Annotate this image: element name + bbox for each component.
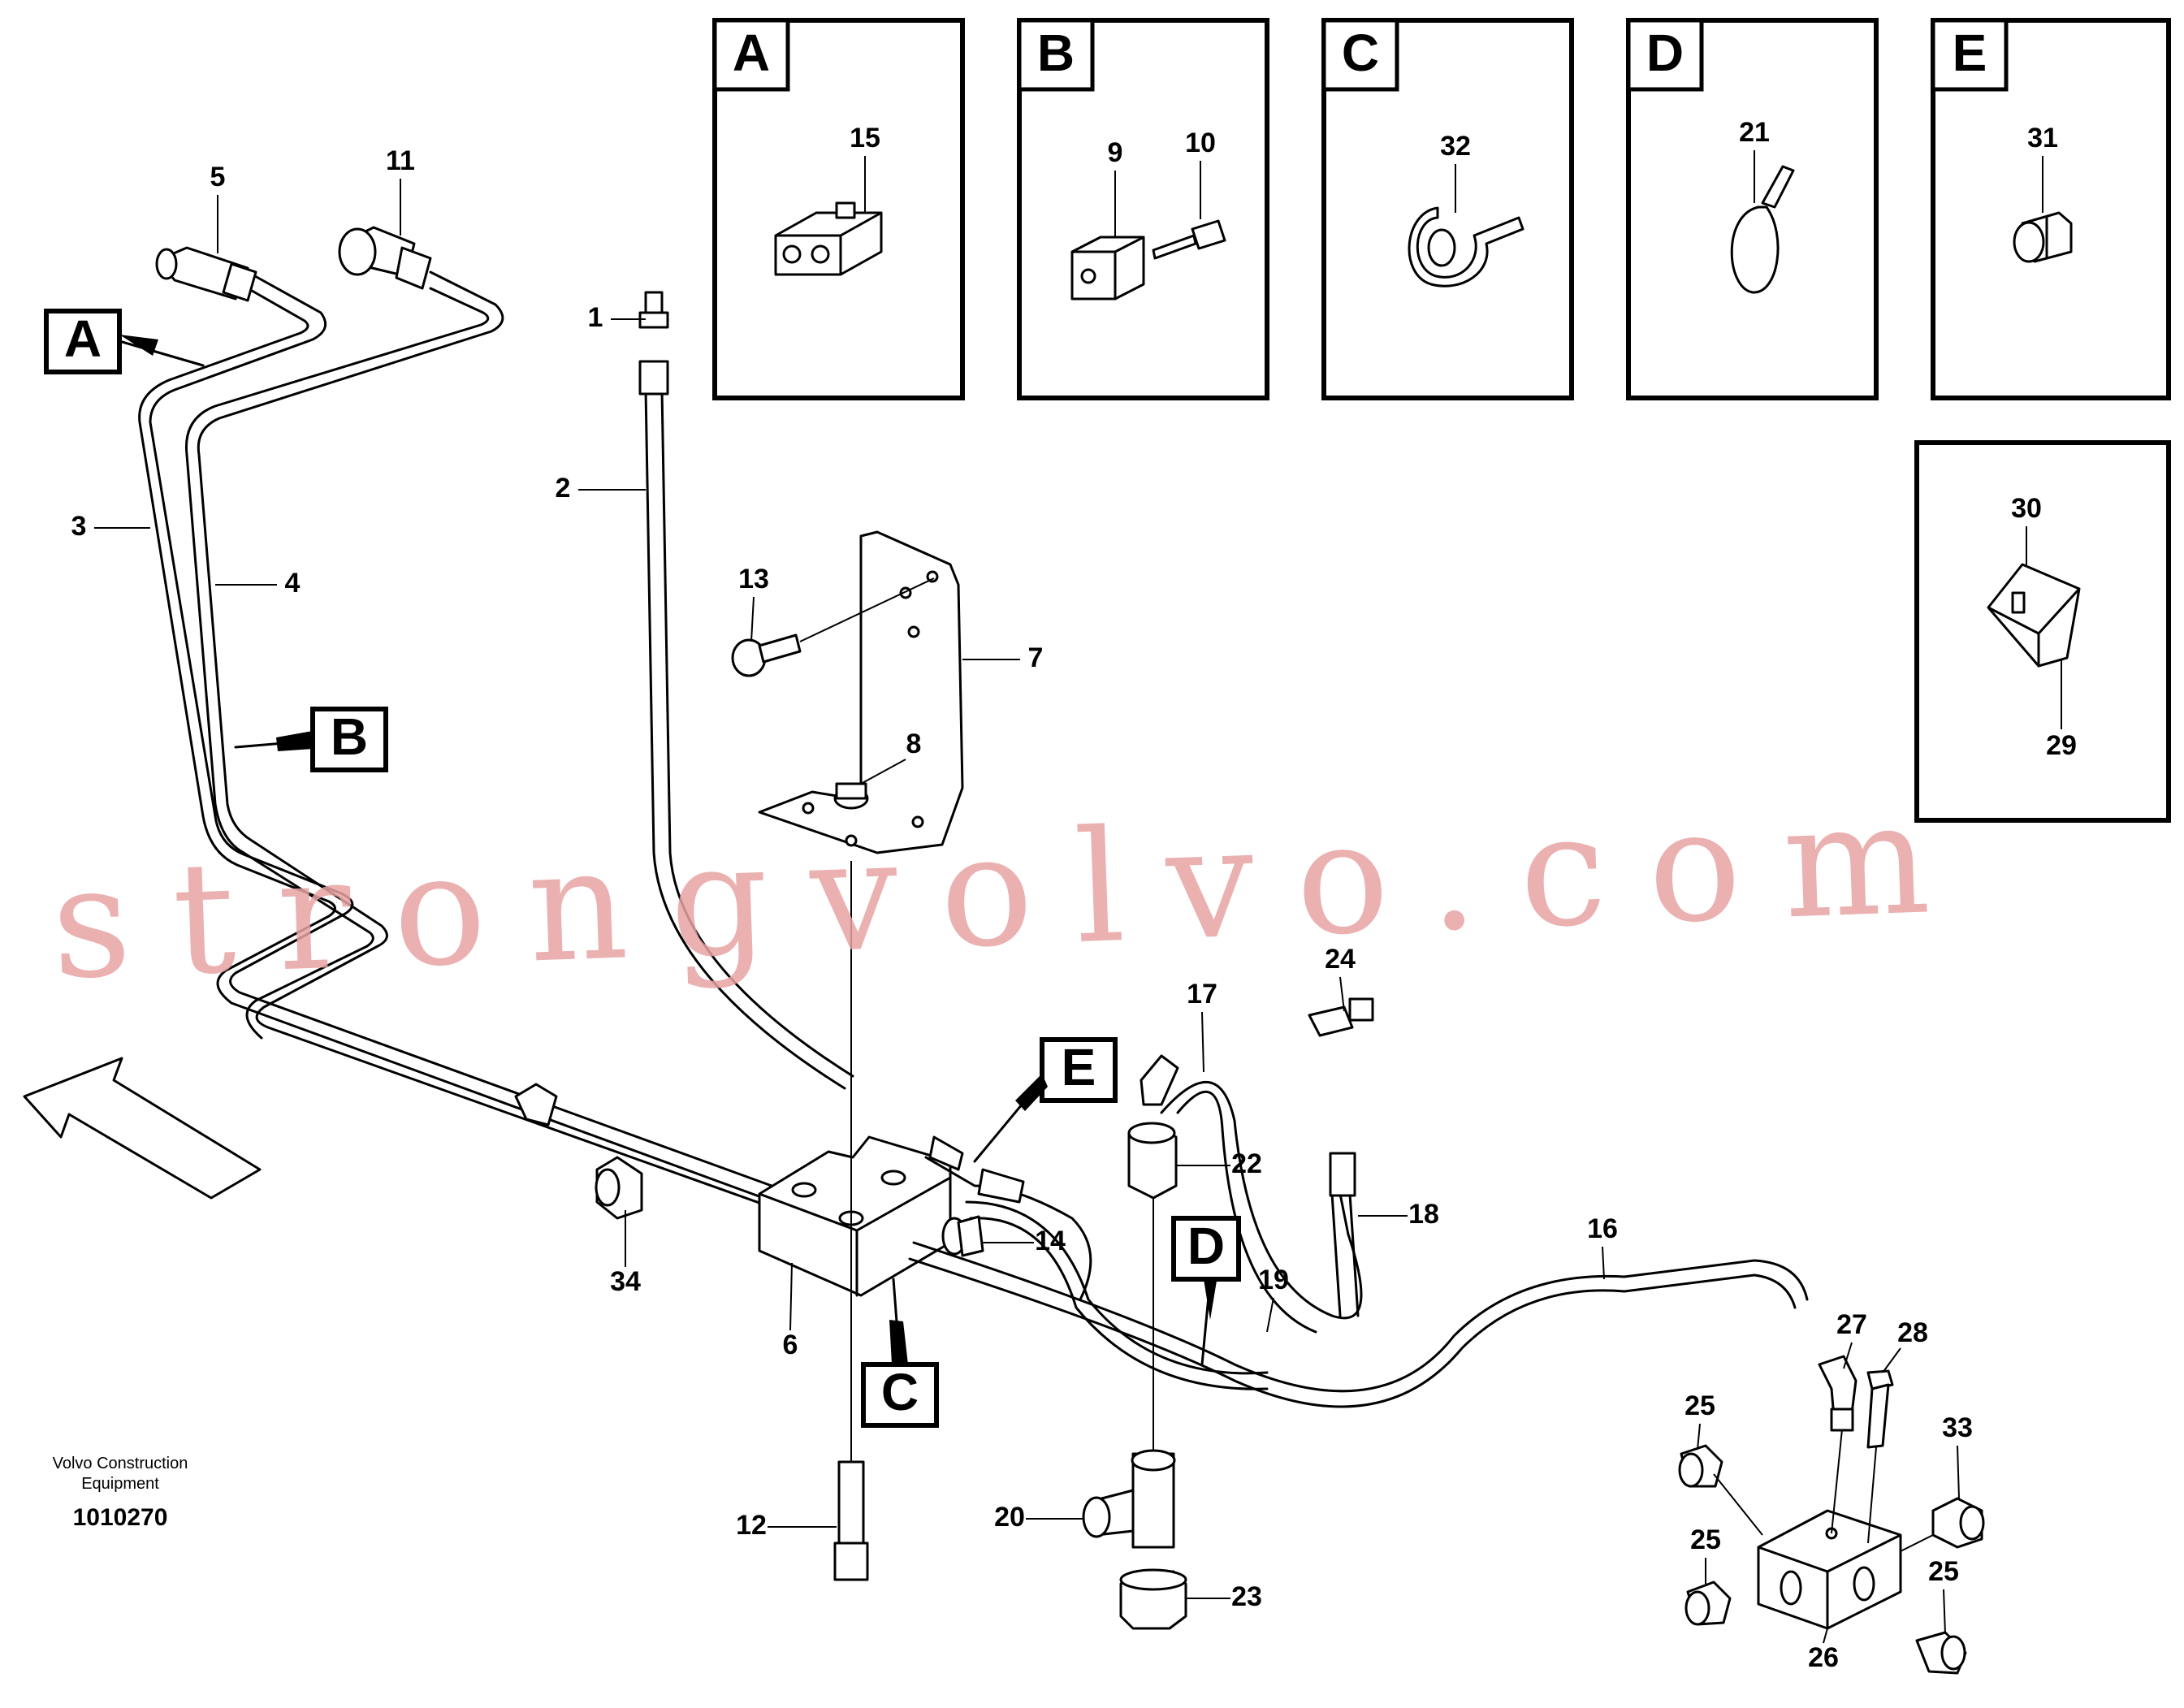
elbow-27 <box>1818 1355 1857 1534</box>
plug-25-b <box>1684 1580 1732 1626</box>
nut-23 <box>1119 1568 1187 1630</box>
label-1: 1 <box>588 302 603 333</box>
hose-19 <box>965 1200 1269 1390</box>
label-25-c: 25 <box>1928 1556 1959 1587</box>
label-25-b: 25 <box>1690 1524 1721 1555</box>
label-12: 12 <box>736 1510 767 1541</box>
label-20: 20 <box>994 1502 1025 1533</box>
callout-a: A <box>44 309 205 374</box>
callout-d: D <box>1171 1216 1241 1366</box>
label-26: 26 <box>1808 1642 1839 1673</box>
hose-18 <box>1308 997 1374 1317</box>
callout-letter-d: D <box>1187 1217 1225 1275</box>
cable-tie-icon <box>1730 165 1795 294</box>
label-28: 28 <box>1897 1317 1928 1348</box>
bracket-7 <box>758 530 964 854</box>
label-16: 16 <box>1587 1213 1618 1244</box>
bolt-28 <box>1866 1369 1894 1544</box>
label-7: 7 <box>1028 642 1044 673</box>
fitting-22 <box>1127 1054 1179 1200</box>
tee-fitting-20 <box>1082 1198 1176 1549</box>
bolt-13 <box>731 577 935 677</box>
label-11: 11 <box>386 145 415 176</box>
label-24: 24 <box>1325 944 1356 975</box>
hose-e-link <box>924 1135 1092 1301</box>
detail-letter-a: A <box>733 24 770 82</box>
callout-e: E <box>973 1037 1118 1163</box>
label-8: 8 <box>906 729 922 759</box>
label-13: 13 <box>738 564 769 595</box>
label-2: 2 <box>556 473 571 504</box>
label-21: 21 <box>1739 117 1770 148</box>
label-23: 23 <box>1231 1581 1262 1612</box>
electrical-connector-icon <box>1987 563 2081 668</box>
callout-letter-c: C <box>881 1363 919 1421</box>
fitting-5 <box>155 246 257 302</box>
company-line-1: Volvo Construction <box>53 1455 188 1472</box>
label-10: 10 <box>1185 128 1216 158</box>
fitting-34 <box>514 1083 643 1220</box>
clamp-block-icon <box>774 201 883 276</box>
plug-33 <box>1900 1497 1985 1552</box>
watermark: strongvolvo.com <box>49 768 1975 1014</box>
callout-letter-e: E <box>1062 1038 1096 1096</box>
detail-letter-b: B <box>1037 24 1075 82</box>
detail-letter-d: D <box>1646 24 1684 82</box>
callout-letter-a: A <box>64 309 102 368</box>
hose-2 <box>638 291 854 1090</box>
figure-code: 1010270 <box>73 1504 168 1531</box>
label-27: 27 <box>1836 1309 1867 1340</box>
callout-b: B <box>234 707 388 772</box>
label-32: 32 <box>1440 131 1471 162</box>
detail-view-d: D 21 <box>1626 18 1879 400</box>
clamp-block-bolt-icon <box>1070 219 1226 301</box>
label-29: 29 <box>2046 730 2077 761</box>
label-14: 14 <box>1035 1226 1066 1256</box>
nut-8 <box>833 782 869 810</box>
label-22: 22 <box>1231 1148 1262 1179</box>
callout-letter-b: B <box>331 707 368 766</box>
valve-block-6 <box>758 1135 952 1297</box>
plug-25-a <box>1678 1444 1763 1536</box>
bolt-12 <box>833 861 869 1581</box>
detail-view-e: E 31 <box>1931 18 2171 400</box>
detail-letter-e: E <box>1953 24 1987 82</box>
direction-arrow-icon <box>23 1057 262 1200</box>
pipe-3 <box>138 270 773 1200</box>
detail-letter-c: C <box>1342 24 1379 82</box>
plug-25-c <box>1915 1631 1967 1675</box>
distribution-block-26 <box>1757 1509 1902 1630</box>
label-18: 18 <box>1408 1199 1439 1230</box>
detail-view-connector: 30 29 <box>1914 440 2171 823</box>
label-30: 30 <box>2011 493 2042 524</box>
detail-view-a: A 15 <box>712 18 965 400</box>
pipe-4 <box>184 270 781 1212</box>
fitting-14 <box>941 1215 984 1257</box>
p-clamp-icon <box>1408 206 1524 288</box>
part-labels: 1 2 3 4 5 6 7 8 11 12 13 14 16 17 18 19 … <box>71 145 1973 1673</box>
label-6: 6 <box>783 1330 798 1360</box>
label-33: 33 <box>1942 1412 1973 1443</box>
label-15: 15 <box>850 123 880 154</box>
label-4: 4 <box>285 568 301 599</box>
detail-view-c: C 32 <box>1321 18 1574 400</box>
label-31: 31 <box>2027 123 2058 154</box>
label-19: 19 <box>1258 1265 1289 1295</box>
label-3: 3 <box>71 511 87 542</box>
label-9: 9 <box>1108 137 1123 168</box>
label-34: 34 <box>610 1266 641 1297</box>
callout-c: C <box>861 1278 939 1428</box>
fitting-11 <box>338 226 432 290</box>
label-5: 5 <box>210 162 226 192</box>
plug-fitting-icon <box>2013 211 2073 263</box>
company-line-2: Equipment <box>81 1475 159 1493</box>
detail-view-b: B 9 10 <box>1017 18 1269 400</box>
label-25-a: 25 <box>1684 1390 1715 1421</box>
label-17: 17 <box>1187 979 1217 1010</box>
